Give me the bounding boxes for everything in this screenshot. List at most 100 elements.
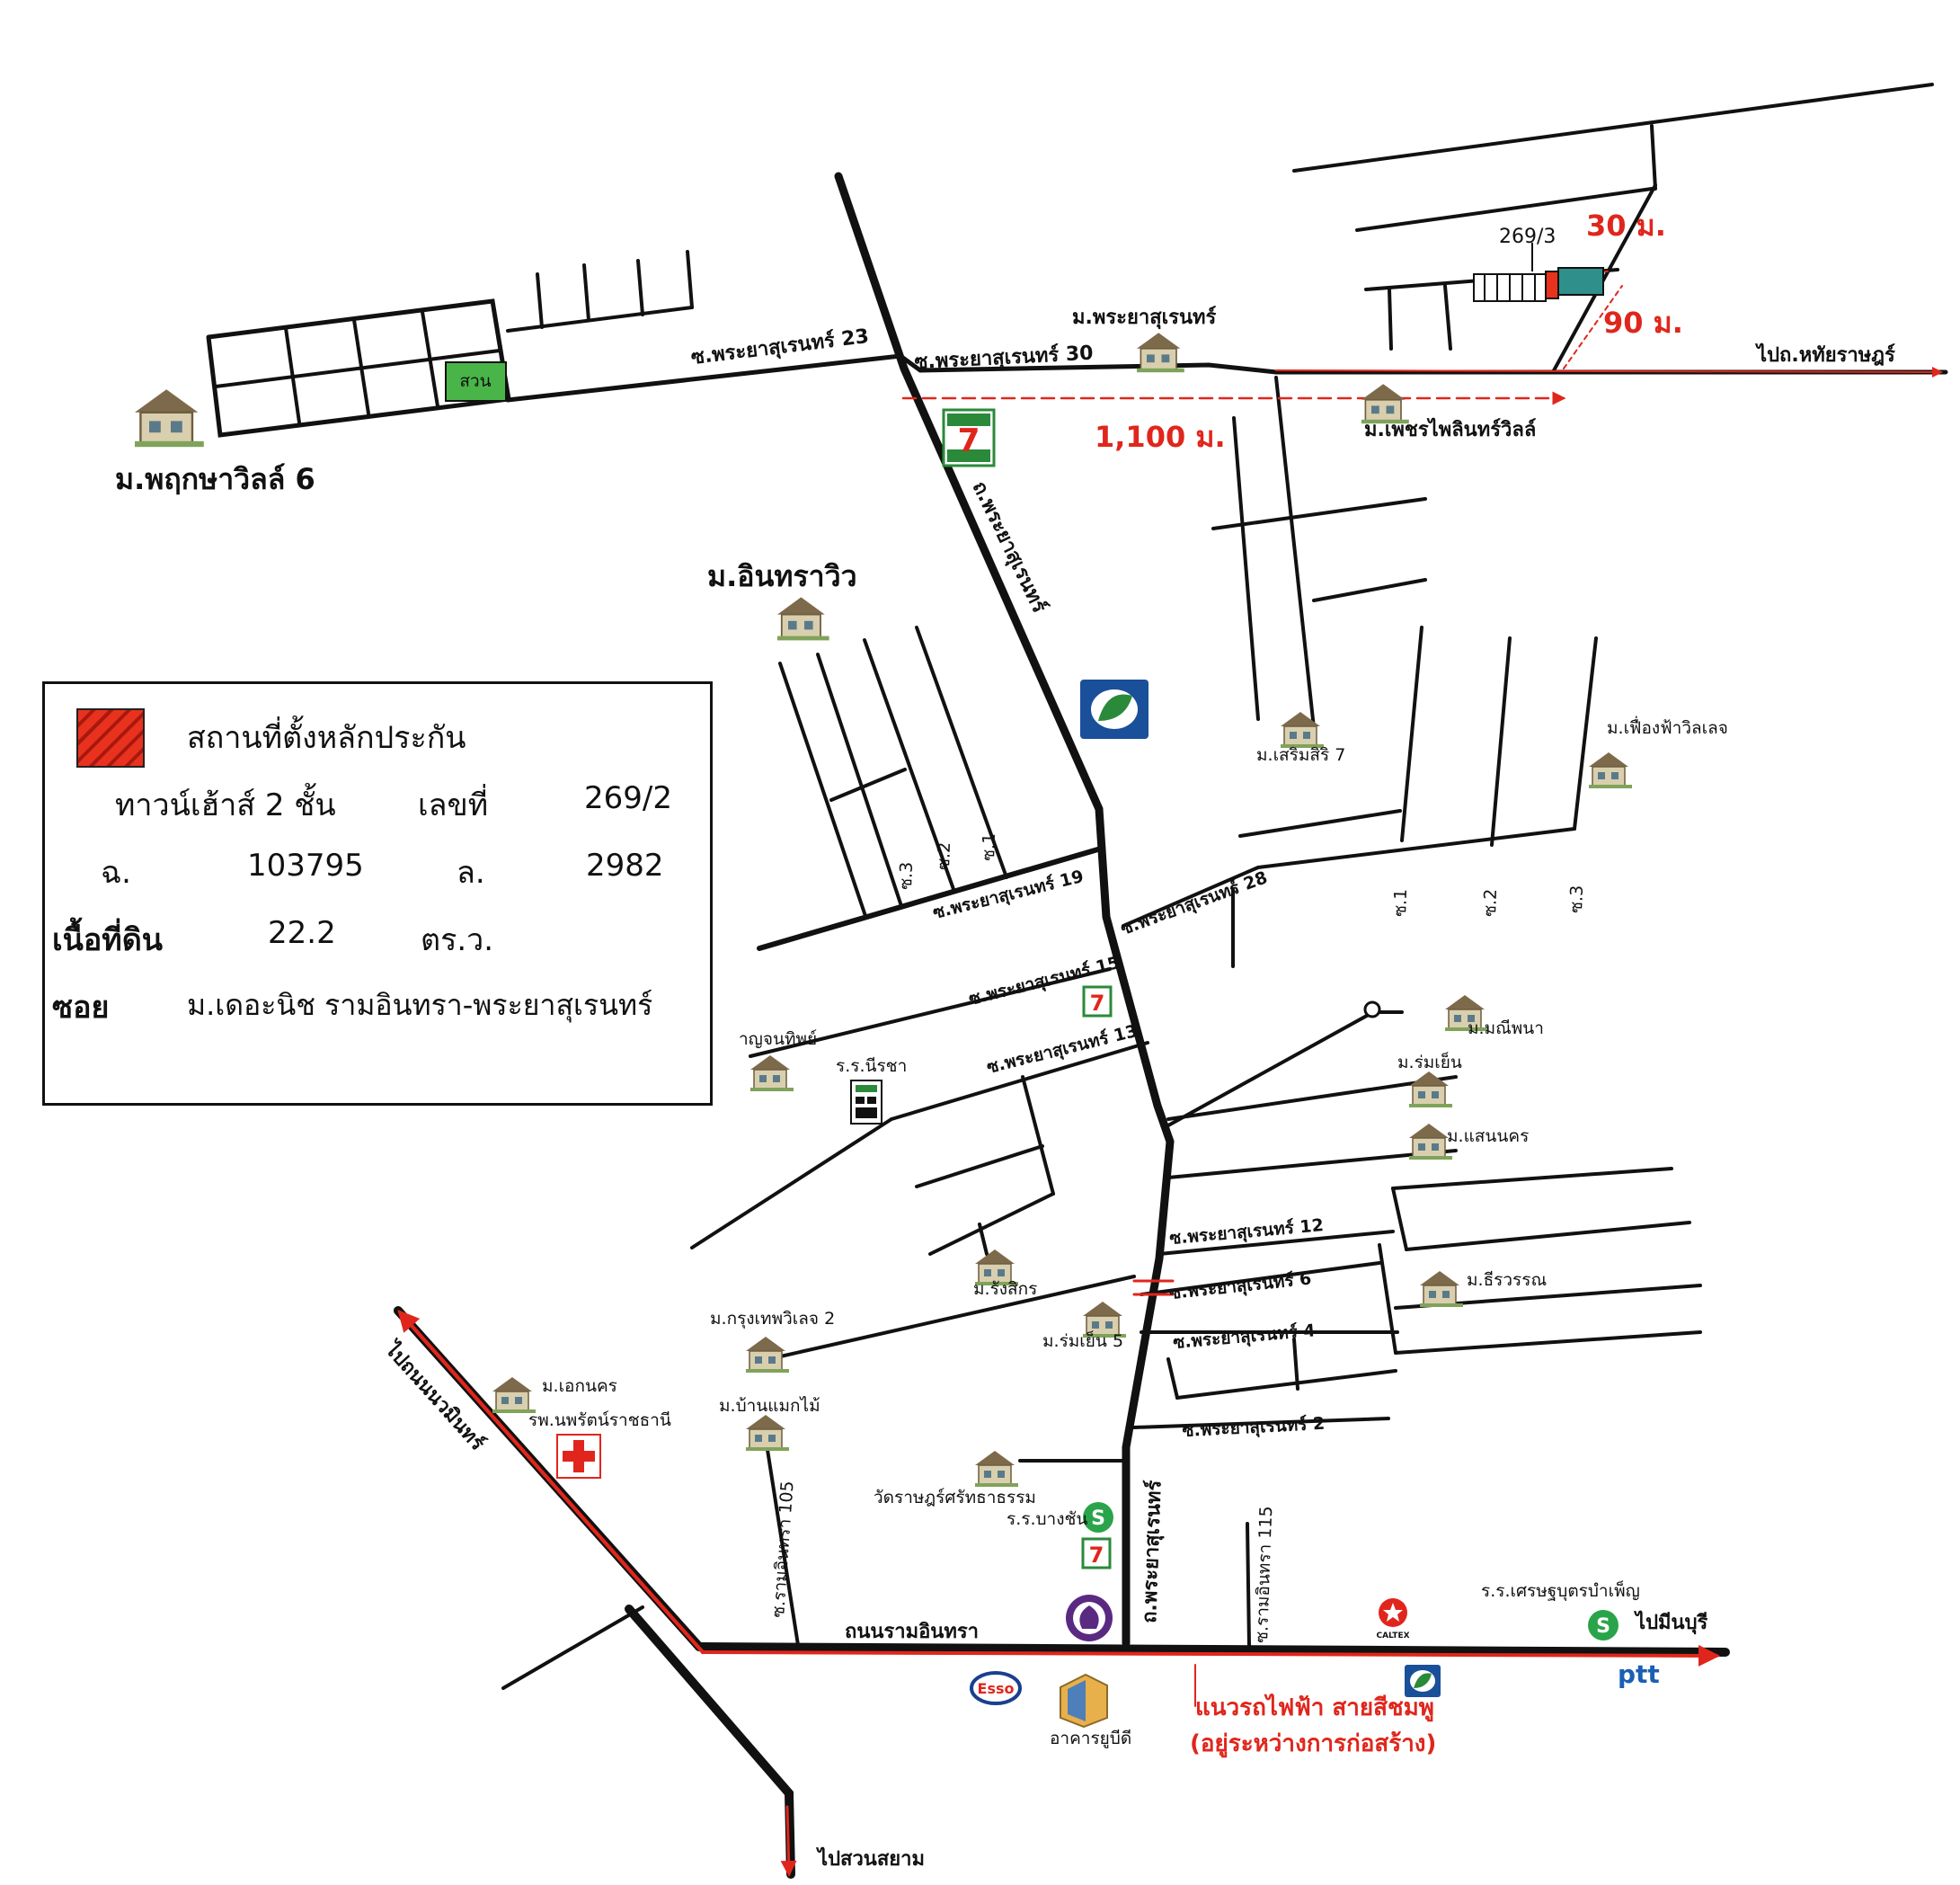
garden-plot (445, 361, 507, 402)
legend-area-label: เนื้อที่ดิน (52, 922, 164, 958)
village-manee-label: ม.มณีพนา (1468, 1018, 1544, 1038)
collateral-swatch (76, 708, 145, 768)
house-icon (776, 596, 830, 642)
legend-no-label: เลขที่ (418, 787, 489, 823)
station-s-icon: S (1588, 1610, 1619, 1640)
village-anchan-label: าญจนทิพย์ (739, 1029, 817, 1049)
village-teera-label: ม.ธีรวรรณ (1467, 1270, 1547, 1290)
main-road (834, 172, 1175, 1648)
garden-label: สวน (459, 371, 491, 391)
collateral-plot (1545, 271, 1559, 299)
house-icon (1361, 383, 1410, 425)
suansiam-road (625, 1605, 795, 1879)
roundabout-marker (1363, 1000, 1381, 1018)
house-icon (133, 388, 206, 449)
village-intara-label: ม.อินทราวิว (707, 559, 857, 593)
village-phraya-label: ม.พระยาสุเรนทร์ (1072, 306, 1217, 330)
dist-30-label: 30 ม. (1586, 209, 1666, 243)
legend-no-value: 269/2 (584, 780, 672, 816)
village-rang-label: ม.รังสิกร (973, 1279, 1037, 1299)
dist-1100-label: 1,100 ม. (1095, 420, 1226, 454)
house-icon (745, 1414, 790, 1452)
svg-text:7: 7 (1089, 1543, 1104, 1568)
train-line-label: แนวรถไฟฟ้า สายสีชมพู (1195, 1693, 1434, 1722)
ramintra-label: ถนนรามอินทรา (845, 1621, 979, 1643)
dist-90-label: 90 ม. (1603, 306, 1683, 340)
village-romyen-label: ม.ร่มเย็น (1397, 1051, 1462, 1072)
house-icon (1408, 1123, 1453, 1160)
legend-soi-value: ม.เดอะนิช รามอินทรา-พระยาสุเรนทร์ (187, 988, 653, 1022)
soi6-label: ซ.พระยาสุเรนทร์ 6 (1168, 1269, 1312, 1304)
seven-eleven-icon: 7 (1082, 985, 1113, 1018)
legend-soi-label: ซอย (52, 990, 110, 1026)
building-icon (1060, 1673, 1108, 1729)
village-phetch-label: ม.เพชรไพลินทร์วิลล์ (1364, 417, 1536, 441)
svg-text:7: 7 (957, 422, 980, 459)
village-ban-label: ม.บ้านแมกไม้ (719, 1396, 820, 1416)
legend-area-unit: ตร.ว. (421, 922, 494, 958)
school-bangchan-label: ร.ร.บางชัน (1007, 1509, 1087, 1529)
station-s-icon: S (1083, 1502, 1113, 1533)
plot-no-label: 269/3 (1499, 226, 1556, 248)
bangchak-icon (1405, 1665, 1441, 1697)
temple-icon (974, 1450, 1019, 1488)
village-ek-label: ม.เอกนคร (542, 1376, 617, 1396)
svg-text:S: S (1091, 1507, 1105, 1530)
village-fueang-label: ม.เฟื่องฟ้าวิลเลจ (1607, 716, 1728, 738)
sub3b-label: ซ.3 (896, 861, 917, 890)
bank-icon (1066, 1595, 1113, 1641)
sub1b-label: ซ.1 (979, 832, 999, 861)
house-icon (1588, 751, 1633, 789)
village-serm-label: ม.เสริมสิริ 7 (1256, 745, 1345, 765)
soi28-label: ซ.พระยาสุเรนทร์ 28 (1118, 867, 1270, 939)
to-hathai-label: ไปถ.หทัยราษฎร์ (1755, 342, 1895, 367)
svg-text:7: 7 (1090, 991, 1105, 1016)
ram105-label: ซ.รามอินทรา 105 (768, 1480, 798, 1619)
school-nirja-label: ร.ร.นีรชา (836, 1056, 907, 1076)
village-romyen5-label: ม.ร่มเย็น 5 (1042, 1329, 1123, 1351)
main-road-bottom-label: ถ.พระยาสุเรนทร์ (1138, 1480, 1167, 1623)
sub2b-label: ซ.2 (934, 841, 954, 870)
collateral-legend: สถานที่ตั้งหลักประกัน ทาวน์เฮ้าส์ 2 ชั้น… (42, 681, 713, 1106)
village-kt-label: ม.กรุงเทพวิเลจ 2 (710, 1309, 835, 1329)
sub2a-label: ซ.2 (1480, 888, 1501, 917)
legend-deed-label: ฉ. (101, 855, 131, 891)
soi2-label: ซ.พระยาสุเรนทร์ 2 (1182, 1414, 1326, 1442)
hospital-label: รพ.นพรัตน์ราชธานี (528, 1410, 671, 1430)
seven-eleven-icon: 7 (942, 408, 996, 467)
seven-eleven-icon: 7 (1081, 1537, 1112, 1569)
road-network (206, 83, 1948, 1879)
bangchak-icon (1080, 680, 1149, 739)
train-note-label: (อยู่ระหว่างการก่อสร้าง) (1190, 1730, 1436, 1758)
village-saen-label: ม.แสนนคร (1447, 1126, 1529, 1146)
building-label: อาคารยูบีดี (1050, 1729, 1131, 1748)
legend-deed-value: 103795 (247, 848, 364, 884)
caltex-icon: CALTEX (1376, 1598, 1410, 1640)
school-setthabut-label: ร.ร.เศรษฐบุตรบำเพ็ญ (1481, 1579, 1640, 1602)
ptt-logo: ptt (1618, 1659, 1660, 1689)
to-minburi-label: ไปมีนบุรี (1634, 1610, 1708, 1635)
house-icon (492, 1376, 537, 1414)
hospital-icon (556, 1434, 601, 1479)
school-icon (850, 1080, 882, 1125)
village-pruksa-label: ม.พฤกษาวิลล์ 6 (115, 462, 315, 496)
legend-land-label: ล. (457, 855, 485, 891)
target-plot (1473, 243, 1604, 302)
house-icon (1280, 711, 1325, 749)
esso-icon: Esso (970, 1671, 1022, 1705)
svg-text:CALTEX: CALTEX (1376, 1632, 1409, 1640)
sub1a-label: ซ.1 (1390, 888, 1411, 917)
legend-type: ทาวน์เฮ้าส์ 2 ชั้น (115, 787, 336, 823)
sub3a-label: ซ.3 (1566, 885, 1587, 913)
svg-text:S: S (1596, 1615, 1610, 1638)
legend-land-value: 2982 (586, 848, 664, 884)
temple-label: วัดราษฎร์ศรัทธาธรรม (874, 1488, 1036, 1507)
svg-text:Esso: Esso (978, 1680, 1015, 1697)
to-suan-label: ไปสวนสยาม (816, 1846, 925, 1871)
ram115-label: ซ.รามอินทรา 115 (1252, 1506, 1276, 1643)
legend-title: สถานที่ตั้งหลักประกัน (187, 720, 466, 756)
legend-area-value: 22.2 (268, 915, 336, 951)
ramintra-road (695, 1642, 1730, 1657)
